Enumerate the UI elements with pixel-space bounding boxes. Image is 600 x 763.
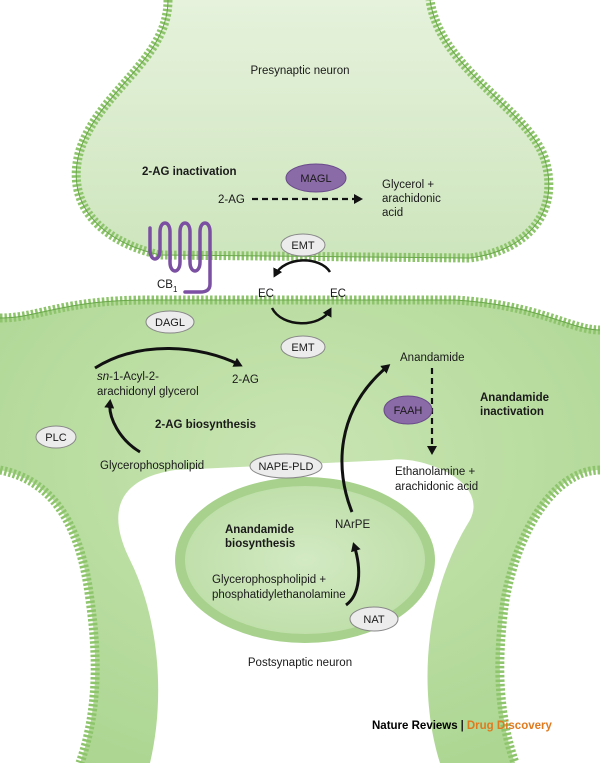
nape-pld-label: NAPE-PLD [258, 461, 313, 473]
emt-bottom-label: EMT [291, 342, 315, 354]
narpe-label: NArPE [335, 519, 370, 531]
plc-enzyme: PLC [35, 425, 77, 449]
plc-arrow [104, 399, 141, 454]
glycerol-label-3: acid [382, 207, 403, 219]
cb1-label: CB1 [157, 279, 178, 294]
emt-top-label: EMT [291, 240, 315, 252]
nat-label: NAT [363, 614, 384, 626]
postsynaptic-outer-shoulders [0, 465, 600, 763]
gp-pe-label-2: phosphatidylethanolamine [212, 589, 346, 601]
ec-uptake-arrow [273, 259, 332, 278]
anandamide-inactivation-1: Anandamide [480, 392, 549, 404]
sn-acyl-label-2: arachidonyl glycerol [97, 386, 199, 398]
journal-section: Drug Discovery [466, 720, 552, 732]
anandamide-biosynthesis-1: Anandamide [225, 524, 294, 536]
plc-label: PLC [45, 432, 66, 444]
journal-footer: Nature Reviews|Drug Discovery [372, 720, 552, 732]
magl-label: MAGL [300, 173, 331, 185]
glycerol-label-2: arachidonic [382, 193, 441, 205]
presynaptic-neuron: Presynaptic neuron [71, 0, 554, 263]
postsynaptic-neuron [0, 295, 600, 763]
glycerol-label-1: Glycerol + [382, 179, 434, 191]
gp-pe-label-1: Glycerophospholipid + [212, 574, 326, 586]
nat-arrow [345, 542, 361, 607]
nat-enzyme: NAT [349, 606, 399, 632]
emt-bottom: EMT [280, 335, 326, 359]
journal-name: Nature Reviews [372, 720, 458, 732]
glycerophospholipid-label: Glycerophospholipid [100, 460, 204, 472]
ethanolamine-label-2: arachidonic acid [395, 481, 478, 493]
ag-product-label: 2-AG [232, 374, 259, 386]
nape-pld-enzyme: NAPE-PLD [249, 453, 323, 479]
magl-enzyme: MAGL [285, 163, 347, 193]
nape-pld-arrow [340, 364, 391, 513]
faah-enzyme: FAAH [383, 395, 433, 425]
emt-top: EMT [280, 233, 326, 257]
ethanolamine-label-1: Ethanolamine + [395, 466, 476, 478]
dagl-enzyme: DAGL [145, 310, 195, 334]
ag-inactivation-title: 2-AG inactivation [142, 166, 237, 178]
dagl-label: DAGL [155, 317, 185, 329]
footer-separator: | [460, 720, 464, 732]
ag-biosynthesis-title: 2-AG biosynthesis [155, 419, 256, 431]
ec-right-label: EC [330, 288, 346, 300]
faah-label: FAAH [394, 405, 423, 417]
dagl-arrow [94, 347, 243, 370]
ec-release-arrow [270, 307, 332, 325]
presynaptic-label: Presynaptic neuron [250, 65, 349, 77]
ag-substrate-label: 2-AG [218, 194, 245, 206]
sn-acyl-label-1: sn-1-Acyl-2- [97, 371, 159, 383]
anandamide-label: Anandamide [400, 352, 465, 364]
postsynaptic-label: Postsynaptic neuron [248, 657, 352, 669]
ec-left-label: EC [258, 288, 274, 300]
anandamide-biosynthesis-2: biosynthesis [225, 538, 295, 550]
anandamide-inactivation-2: inactivation [480, 406, 544, 418]
cb1-receptor: CB1 [148, 221, 212, 294]
vesicle [175, 477, 435, 643]
